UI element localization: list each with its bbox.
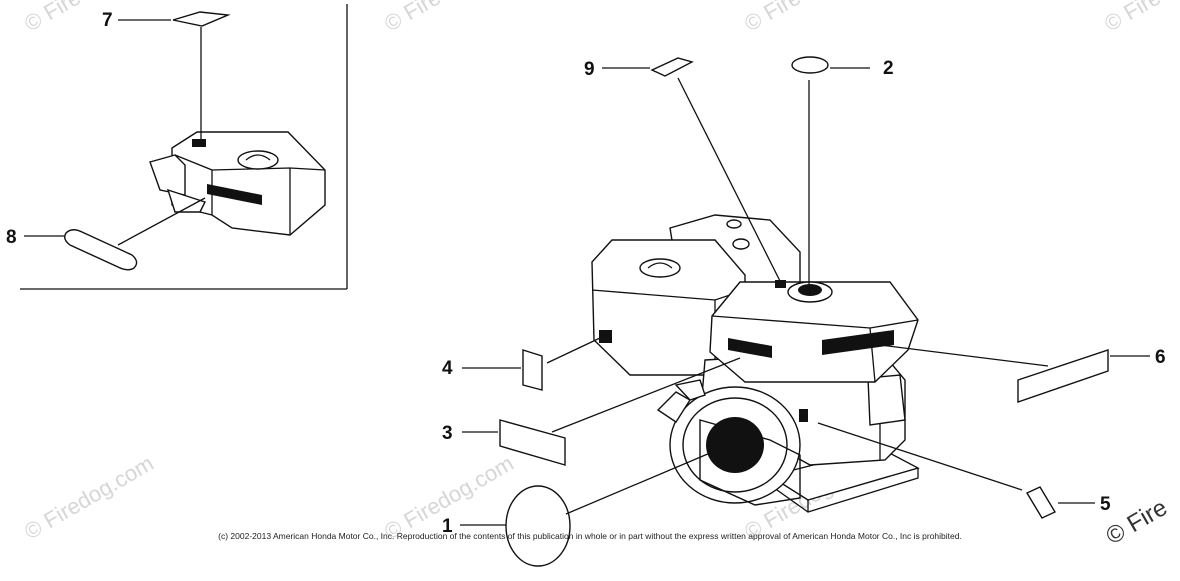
- inset-frame: [20, 4, 348, 290]
- part-6-label: [879, 344, 1150, 403]
- callout-6: 6: [1155, 347, 1166, 368]
- part-2-cap-label: [791, 56, 870, 285]
- watermark-partial: © Fire: [1102, 494, 1172, 550]
- part-4-label: [462, 337, 601, 391]
- callout-1: 1: [442, 516, 453, 537]
- copyright-notice: (c) 2002-2013 American Honda Motor Co., …: [218, 531, 962, 541]
- watermark-text: © Firedog.com: [740, 0, 878, 36]
- part-9-label-plate: [602, 57, 783, 286]
- part-7-label-plate: [172, 11, 231, 140]
- callout-2: 2: [883, 58, 894, 79]
- part-1-starter-emblem: [460, 452, 711, 567]
- callout-8: 8: [6, 227, 17, 248]
- inset-fuel-tank: [149, 131, 326, 236]
- part-3-label: [462, 357, 741, 466]
- callout-3: 3: [442, 423, 453, 444]
- callout-7: 7: [102, 10, 113, 31]
- part-5-label: [817, 422, 1095, 519]
- callout-5: 5: [1100, 494, 1111, 515]
- watermark-text: © Firedog.com: [1100, 0, 1180, 36]
- engine-assembly: [591, 214, 920, 513]
- watermark-text: © Firedog.com: [20, 0, 158, 36]
- part-8-label-strip: [63, 197, 206, 271]
- callouts: 1 2 3 4 5 6 7 8 9: [6, 10, 1166, 537]
- callout-leaders: [24, 19, 171, 237]
- watermark-text: © Firedog.com: [380, 0, 518, 36]
- callout-9: 9: [584, 59, 595, 80]
- callout-4: 4: [442, 358, 453, 379]
